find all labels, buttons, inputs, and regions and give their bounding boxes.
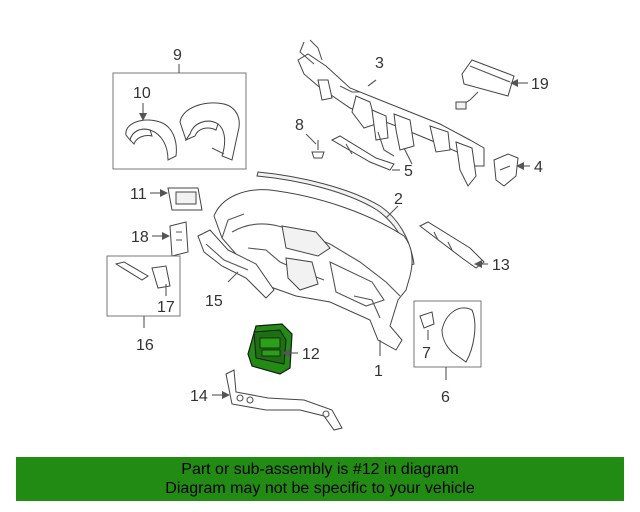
parts-diagram: 1 2 3 4 5 6 7 8 9 10 11 12 13 14 15 16 1… (106, 39, 549, 431)
callout-15: 15 (205, 293, 223, 310)
callout-8: 8 (295, 117, 304, 134)
callout-12: 12 (302, 346, 320, 363)
center-panel-part-12[interactable] (247, 323, 293, 375)
callout-14: 14 (190, 388, 208, 405)
side-trim-strip-part[interactable] (419, 221, 485, 269)
callout-1: 1 (374, 363, 383, 380)
clip-part[interactable] (311, 140, 325, 159)
meter-bezel-part[interactable] (125, 119, 177, 161)
callout-5: 5 (404, 163, 413, 180)
lower-trim-part[interactable] (197, 229, 275, 299)
callout-4: 4 (534, 159, 543, 176)
banner-line-2: Diagram may not be specific to your vehi… (165, 480, 475, 497)
callout-16: 16 (136, 337, 154, 354)
instrument-panel-part[interactable] (213, 189, 413, 351)
lower-bracket-part[interactable] (225, 369, 343, 431)
info-banner: Part or sub-assembly is #12 in diagram D… (16, 457, 624, 501)
garnish-part[interactable] (114, 261, 171, 289)
steering-support-beam-part[interactable] (297, 39, 485, 187)
callout-7: 7 (422, 345, 431, 362)
side-panel-cover-part[interactable] (419, 307, 476, 363)
side-vent-part[interactable] (169, 221, 189, 257)
callout-11: 11 (130, 186, 147, 203)
callout-10: 10 (133, 85, 151, 102)
meter-hood-part[interactable] (179, 102, 240, 161)
callout-19: 19 (531, 76, 549, 93)
callout-18: 18 (131, 229, 149, 246)
banner-line-1: Part or sub-assembly is #12 in diagram (181, 461, 459, 478)
callout-13: 13 (492, 257, 510, 274)
callout-17: 17 (157, 299, 175, 316)
passenger-airbag-part[interactable] (455, 59, 515, 110)
vent-grille-part[interactable] (167, 187, 203, 211)
bracket-strip-part[interactable] (330, 135, 395, 171)
callout-6: 6 (441, 389, 450, 406)
callout-3: 3 (375, 55, 384, 72)
callout-2: 2 (394, 191, 403, 208)
side-bracket-part[interactable] (493, 153, 519, 187)
callout-9: 9 (173, 47, 182, 64)
